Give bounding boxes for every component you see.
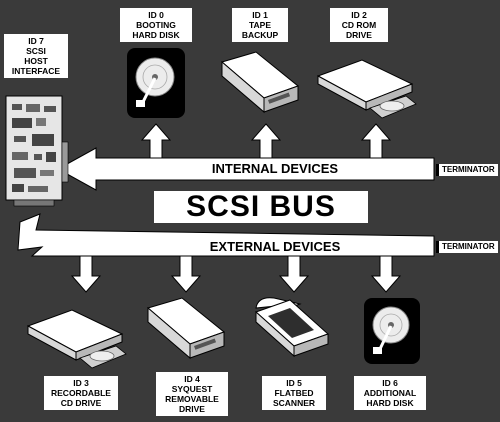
scsi-bus-title-box: SCSI BUS (154, 190, 368, 223)
external-connector-arrows (70, 255, 402, 293)
device-line: HOST (24, 56, 48, 66)
device-label-id2: ID 2 CD ROM DRIVE (330, 8, 388, 42)
device-label-id0: ID 0 BOOTING HARD DISK (120, 8, 192, 42)
flatbed-scanner-icon (255, 297, 329, 358)
device-line: ADDITIONAL (363, 388, 417, 398)
connector-arrow-id5 (278, 255, 310, 293)
cd-rom-drive-icon (316, 59, 417, 119)
device-line: SCSI (26, 46, 46, 56)
connector-arrow-id1 (250, 123, 282, 159)
device-line: CD DRIVE (60, 398, 102, 408)
removable-drive-icon (146, 297, 226, 360)
device-line: DRIVE (346, 30, 372, 40)
device-id: ID 6 (382, 378, 398, 388)
connector-arrow-id6 (370, 255, 402, 293)
device-id: ID 4 (184, 374, 200, 384)
device-line: INTERFACE (11, 66, 61, 76)
device-label-id5: ID 5 FLATBED SCANNER (262, 376, 326, 410)
external-devices-label: EXTERNAL DEVICES (209, 239, 341, 254)
device-id: ID 2 (351, 10, 367, 20)
device-line: HARD DISK (132, 30, 180, 40)
device-label-id7: ID 7 SCSI HOST INTERFACE (4, 34, 68, 78)
tape-drive-icon (220, 51, 300, 114)
device-line: SYQUEST (171, 384, 213, 394)
device-label-id1: ID 1 TAPE BACKUP (232, 8, 288, 42)
internal-devices-label: INTERNAL DEVICES (211, 161, 339, 176)
device-line: HARD DISK (366, 398, 414, 408)
device-line: CD ROM (341, 20, 377, 30)
device-label-id4: ID 4 SYQUEST REMOVABLE DRIVE (156, 372, 228, 416)
device-line: BACKUP (241, 30, 279, 40)
device-id: ID 1 (252, 10, 268, 20)
external-terminator: TERMINATOR (436, 241, 498, 253)
device-line: DRIVE (179, 404, 205, 414)
connector-arrow-id4 (170, 255, 202, 293)
device-id: ID 0 (148, 10, 164, 20)
device-line: SCANNER (272, 398, 316, 408)
device-line: TAPE (248, 20, 272, 30)
device-line: FLATBED (274, 388, 314, 398)
device-label-id6: ID 6 ADDITIONAL HARD DISK (354, 376, 426, 410)
device-id: ID 5 (286, 378, 302, 388)
device-label-id3: ID 3 RECORDABLE CD DRIVE (44, 376, 118, 410)
cd-recorder-icon (26, 309, 127, 369)
connector-arrow-id3 (70, 255, 102, 293)
internal-connector-arrows (140, 123, 392, 159)
external-bus-arrow (17, 213, 435, 257)
device-line: BOOTING (136, 20, 176, 30)
hard-disk-icon (364, 298, 420, 364)
scsi-host-interface-card-icon (5, 95, 69, 207)
device-id: ID 3 (73, 378, 89, 388)
connector-arrow-id0 (140, 123, 172, 159)
scsi-bus-title: SCSI BUS (186, 190, 336, 223)
device-id: ID 7 (28, 36, 44, 46)
internal-terminator: TERMINATOR (436, 164, 498, 176)
hard-disk-icon (127, 48, 185, 118)
device-line: REMOVABLE (165, 394, 219, 404)
connector-arrow-id2 (360, 123, 392, 159)
device-line: RECORDABLE (51, 388, 111, 398)
